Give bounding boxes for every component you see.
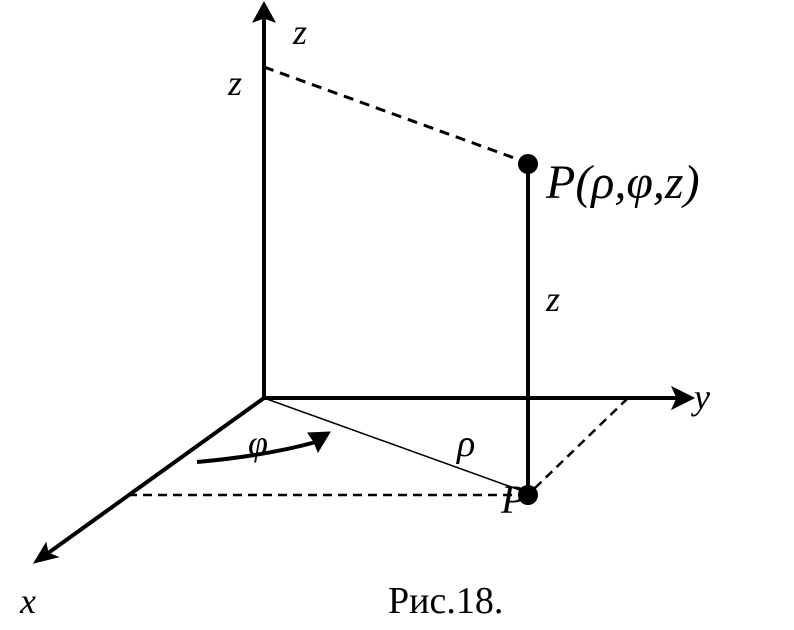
- point-p-prime-marker: [518, 485, 538, 505]
- z-tick-label: z: [227, 63, 242, 103]
- phi-label: φ: [248, 423, 268, 463]
- rho-label: ρ: [456, 423, 475, 465]
- x-axis-label: x: [19, 581, 36, 621]
- point-p-label: P(ρ,φ,z): [545, 156, 700, 209]
- x-axis-arrowhead: [32, 541, 60, 564]
- x-axis-line: [42, 396, 266, 558]
- y-projection-dashed: [534, 397, 629, 489]
- z-axis-label: z: [292, 12, 307, 52]
- phi-arc-arrowhead: [307, 431, 331, 454]
- y-axis-arrowhead: [670, 385, 696, 411]
- z-axis-arrowhead: [251, 0, 277, 23]
- figure-caption: Рис.18.: [388, 580, 503, 622]
- z-projection-dashed: [263, 65, 529, 165]
- phi-arc: [196, 440, 317, 464]
- y-axis-label: y: [691, 377, 710, 417]
- point-p-prime-label: P': [500, 477, 535, 522]
- rho-line: [263, 397, 529, 494]
- z-height-label: z: [545, 279, 560, 319]
- point-p-marker: [518, 154, 538, 174]
